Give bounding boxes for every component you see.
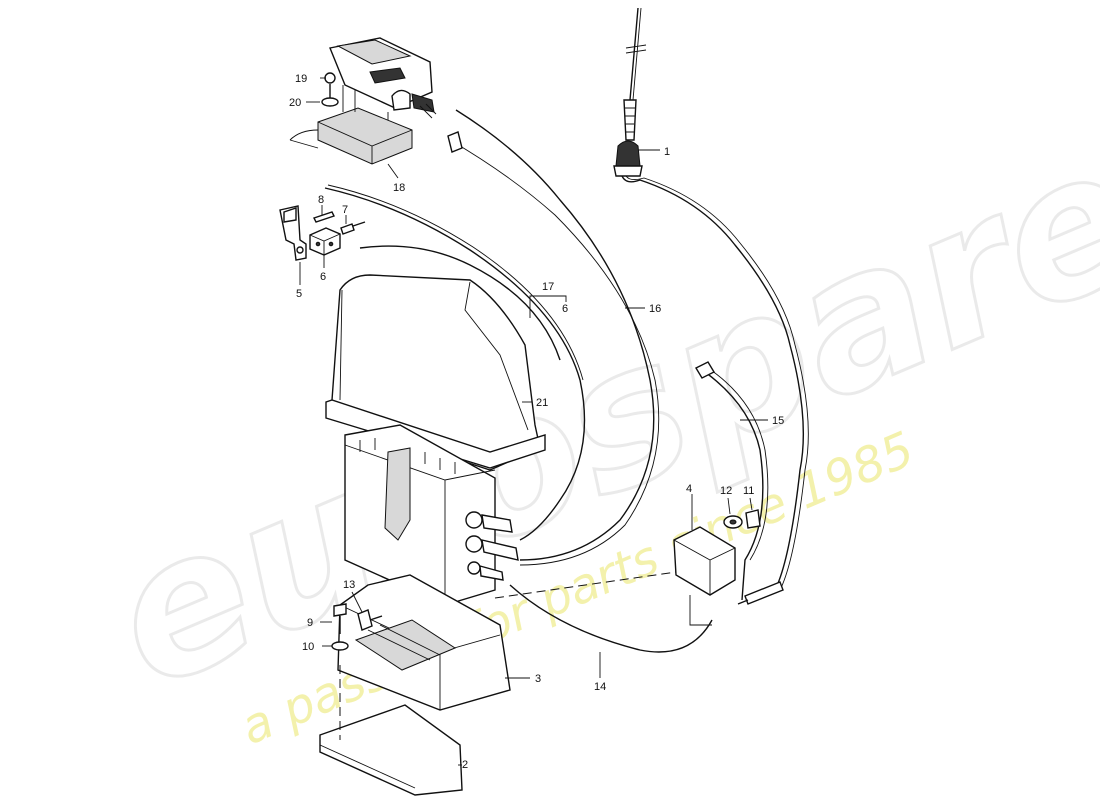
callout-13: 13 xyxy=(343,579,355,591)
callout-1: 1 xyxy=(664,146,670,158)
small-hardware xyxy=(279,205,366,261)
callout-8: 8 xyxy=(318,194,324,206)
box-cover xyxy=(325,274,546,471)
amplifier-module xyxy=(494,509,761,626)
callout-7: 7 xyxy=(342,204,348,216)
callout-21: 21 xyxy=(536,397,548,409)
control-head xyxy=(289,37,437,165)
watermark-brand: eurospares xyxy=(81,59,1100,732)
mounting-plate xyxy=(319,665,463,796)
callout-2: 2 xyxy=(462,759,468,771)
callout-9: 9 xyxy=(307,617,313,629)
callout-17: 17 xyxy=(542,281,554,293)
callout-3: 3 xyxy=(535,673,541,685)
callout-6a: 6 xyxy=(320,271,326,283)
antenna xyxy=(613,7,809,605)
callout-16: 16 xyxy=(649,303,661,315)
callout-18: 18 xyxy=(393,182,405,194)
watermark: eurospares a passion for parts since 198… xyxy=(80,57,1100,756)
callout-5: 5 xyxy=(296,288,302,300)
callout-14: 14 xyxy=(594,681,606,693)
callout-4: 4 xyxy=(686,483,692,495)
callout-19: 19 xyxy=(295,73,307,85)
callout-12: 12 xyxy=(720,485,732,497)
callout-11: 11 xyxy=(743,485,754,497)
cables xyxy=(324,109,769,653)
callout-15: 15 xyxy=(772,415,784,427)
callout-20: 20 xyxy=(289,97,301,109)
leader-lines xyxy=(299,77,768,766)
callout-6b: 6 xyxy=(562,303,568,315)
callouts: 1 2 3 4 5 6 6 7 8 9 10 11 12 13 14 15 16… xyxy=(289,73,784,771)
fasteners xyxy=(331,603,383,651)
mounting-tray xyxy=(337,574,511,711)
callout-10: 10 xyxy=(302,641,314,653)
radio-unit xyxy=(344,424,519,606)
